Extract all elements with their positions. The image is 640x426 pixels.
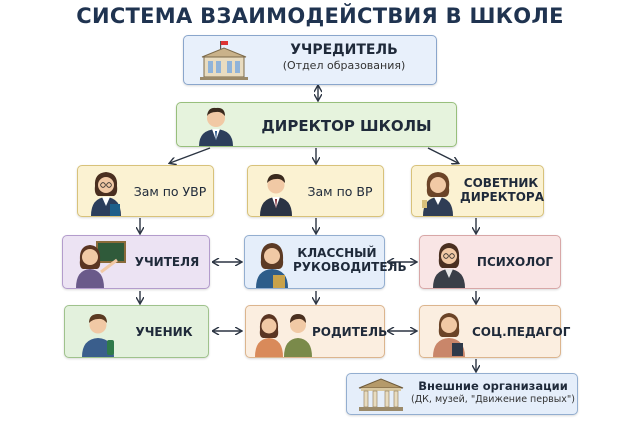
advisor-avatar-icon [422,172,453,216]
deputy-vr-avatar-icon [260,174,292,216]
teacher-blackboard-icon [76,241,126,288]
parent-box: РОДИТЕЛЬ [245,305,388,358]
class-teacher-line2: РУКОВОДИТЕЛЬ [293,260,407,275]
deputy-uvr-box: Зам по УВР [77,165,214,217]
founder-box: УЧРЕДИТЕЛЬ (Отдел образования) [183,35,437,85]
class-teacher-box: КЛАССНЫЙ РУКОВОДИТЕЛЬ [244,235,407,289]
advisor-box: СОВЕТНИК ДИРЕКТОРА [411,165,544,217]
director-box: ДИРЕКТОР ШКОЛЫ [176,102,457,147]
deputy-vr-label: Зам по ВР [307,184,373,199]
external-title: Внешние организации [418,379,568,393]
teachers-label: УЧИТЕЛЯ [134,255,200,269]
advisor-line2: ДИРЕКТОРА [460,190,544,205]
museum-building-icon [358,378,404,411]
social-pedagogue-label: СОЦ.ПЕДАГОГ [472,325,571,339]
teachers-box: УЧИТЕЛЯ [62,235,210,289]
social-pedagogue-box: СОЦ.ПЕДАГОГ [419,305,571,358]
deputy-uvr-avatar-icon [91,172,121,216]
arrow-director-advisor [427,147,458,163]
deputy-uvr-label: Зам по УВР [133,184,207,199]
founder-subtitle: (Отдел образования) [282,58,406,72]
parents-avatar-icon [255,314,312,357]
class-teacher-line1: КЛАССНЫЙ [297,246,377,260]
founder-title: УЧРЕДИТЕЛЬ [290,42,398,58]
director-avatar-icon [199,107,233,146]
school-building-icon [200,41,248,80]
arrow-director-uvr [170,147,211,163]
social-pedagogue-avatar-icon [433,313,465,357]
director-label: ДИРЕКТОР ШКОЛЫ [261,117,432,135]
external-orgs-box: Внешние организации (ДК, музей, "Движени… [346,373,578,415]
deputy-vr-box: Зам по ВР [247,165,384,217]
page-title: СИСТЕМА ВЗАИМОДЕЙСТВИЯ В ШКОЛЕ [76,4,564,28]
external-subtitle: (ДК, музей, "Движение первых") [411,393,575,405]
psychologist-box: ПСИХОЛОГ [419,235,561,289]
student-box: УЧЕНИК [64,305,209,358]
psychologist-avatar-icon [433,243,465,288]
student-avatar-icon [82,314,114,357]
advisor-line1: СОВЕТНИК [463,176,539,190]
psychologist-label: ПСИХОЛОГ [476,255,554,269]
parent-label: РОДИТЕЛЬ [312,325,388,339]
student-label: УЧЕНИК [135,325,193,339]
class-teacher-avatar-icon [256,243,288,288]
